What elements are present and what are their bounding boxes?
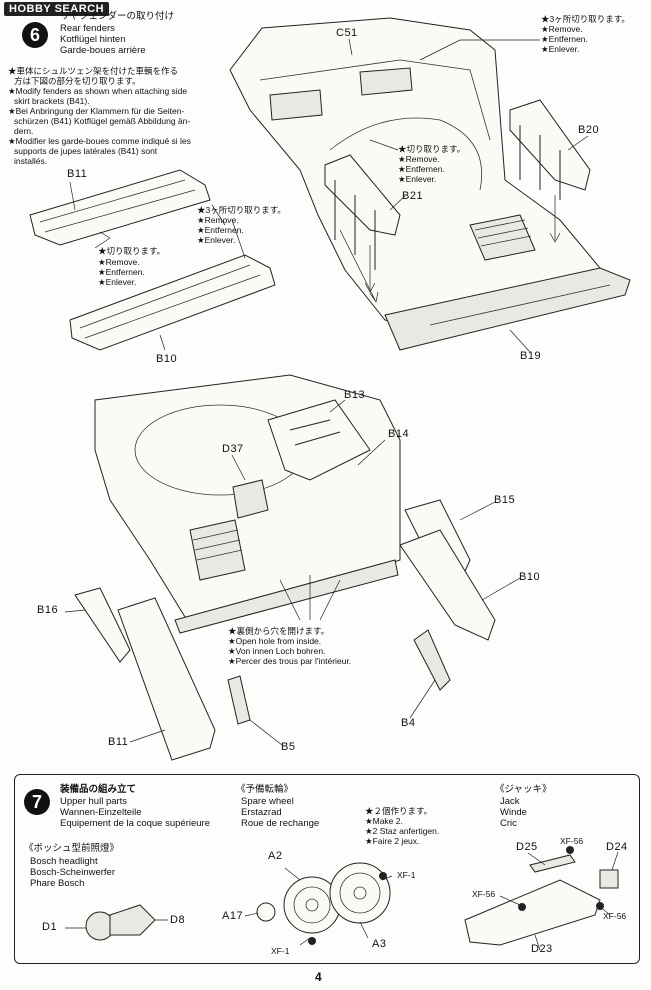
remove-note-de: ★Entfernen. [541, 34, 588, 44]
part-label-a3: A3 [372, 938, 387, 950]
hole-note-fr: ★Percer des trous par l'intérieur. [228, 656, 352, 666]
cut-three-note-jp: ★3ヶ所切り取ります。 [197, 205, 286, 215]
step6-note-fr2: supports de jupes latérales (B41) sont [14, 146, 158, 156]
step6-note-jp2: 方は下図の部分を切り取ります。 [14, 76, 141, 86]
step7-title-jp: 装備品の組み立て [60, 784, 137, 795]
part-label-b21: B21 [402, 190, 424, 202]
spare-title-de: Erstazrad [241, 807, 282, 818]
cut-three-note-jp: ★3ヶ所切り取ります。 [541, 14, 630, 24]
part-label-d24: D24 [606, 841, 628, 853]
part-label-b5: B5 [281, 741, 296, 753]
part-label-b10: B10 [156, 353, 178, 365]
remove-note-fr: ★Enlever. [541, 44, 580, 54]
part-label-a2: A2 [268, 850, 283, 862]
remove-note-fr: ★Enlever. [197, 235, 236, 245]
make2-fr: ★Faire 2 jeux. [365, 836, 420, 846]
step6-note-fr3: installés. [14, 156, 48, 166]
paint-label-xf56: XF-56 [472, 889, 496, 899]
jack-title-fr: Cric [500, 818, 517, 829]
part-label-a17: A17 [222, 910, 244, 922]
remove-note-en: ★Remove. [541, 24, 583, 34]
jack-title-de: Winde [500, 807, 527, 818]
lower-hull-drawing [64, 374, 521, 761]
step-6-badge: 6 [22, 22, 48, 48]
part-label-b16: B16 [37, 604, 59, 616]
cut-note-jp: ★切り取ります。 [98, 246, 166, 256]
make2-de: ★2 Staz anfertigen. [365, 826, 440, 836]
part-label-b11-lower: B11 [108, 736, 129, 748]
remove-note-de: ★Entfernen. [98, 267, 145, 277]
fender-drawings [29, 169, 276, 351]
step7-drawings [65, 846, 619, 951]
watermark: HOBBY SEARCH [4, 2, 110, 16]
remove-note-fr: ★Enlever. [398, 174, 437, 184]
rear-hull-drawing [229, 17, 631, 353]
jack-title-jp: 《ジャッキ》 [495, 784, 552, 795]
spare-title-jp: 《予備転輪》 [236, 784, 294, 795]
remove-note-de: ★Entfernen. [398, 164, 445, 174]
step6-note-en1: ★Modify fenders as shown when attaching … [8, 86, 188, 96]
remove-note-fr: ★Enlever. [98, 277, 137, 287]
step-7-badge: 7 [24, 789, 50, 815]
step7-title-fr: Equipement de la coque supérieure [60, 818, 210, 829]
part-label-b15: B15 [494, 494, 516, 506]
part-label-d25: D25 [516, 841, 538, 853]
part-label-d23: D23 [531, 943, 553, 955]
spare-title-en: Spare wheel [241, 796, 294, 807]
part-label-c51: C51 [336, 27, 358, 39]
step6-note-de2: schürzen (B41) Kotflügel gemäß Abbildung… [14, 116, 191, 126]
headlight-title-de: Bosch-Scheinwerfer [30, 867, 116, 878]
step-7-frame [14, 774, 640, 964]
step6-note-de3: dern. [14, 126, 34, 136]
step6-title-jp: リヤフェンダーの取り付け [60, 11, 175, 22]
part-label-d1: D1 [42, 921, 58, 933]
part-label-b10-lower: B10 [519, 571, 541, 583]
part-label-d37: D37 [222, 443, 244, 455]
jack-title-en: Jack [500, 796, 520, 807]
remove-note-en: ★Remove. [98, 257, 140, 267]
headlight-title-fr: Phare Bosch [30, 878, 85, 889]
remove-note-de: ★Entfernen. [197, 225, 244, 235]
part-label-b19: B19 [520, 350, 542, 362]
step7-title-en: Upper hull parts [60, 796, 128, 807]
paint-label-xf1: XF-1 [397, 870, 416, 880]
remove-note-en: ★Remove. [398, 154, 440, 164]
hole-note-de: ★Von innen Loch bohren. [228, 646, 326, 656]
remove-note-en: ★Remove. [197, 215, 239, 225]
headlight-title-en: Bosch headlight [30, 856, 98, 867]
make2-jp: ★２個作ります。 [365, 806, 433, 816]
part-label-b4: B4 [401, 717, 416, 729]
hole-note-en: ★Open hole from inside. [228, 636, 322, 646]
paint-label-xf56: XF-56 [560, 836, 584, 846]
part-label-b13: B13 [344, 389, 366, 401]
step6-title-de: Kotflügel hinten [60, 34, 126, 45]
hole-note-jp: ★裏側から穴を開けます。 [228, 626, 330, 636]
page-number: 4 [315, 970, 322, 984]
part-label-b20: B20 [578, 124, 600, 136]
spare-title-fr: Roue de rechange [241, 818, 320, 829]
step6-note-en2: skirt brackets (B41). [14, 96, 90, 106]
step6-note-de1: ★Bei Anbringung der Klammern für die Sei… [8, 106, 185, 116]
step6-title-en: Rear fenders [60, 23, 115, 34]
paint-label-xf56: XF-56 [603, 911, 627, 921]
part-label-b14: B14 [388, 428, 410, 440]
step6-note-jp1: ★車体にシュルツェン架を付けた車輌を作る [8, 66, 179, 76]
part-label-b11: B11 [67, 168, 88, 180]
make2-en: ★Make 2. [365, 816, 403, 826]
part-label-d8: D8 [170, 914, 186, 926]
cut-note-jp: ★切り取ります。 [398, 144, 466, 154]
step7-title-de: Wannen-Einzelteile [60, 807, 142, 818]
step6-title-fr: Garde-boues arrière [60, 45, 146, 56]
step6-note-fr1: ★Modifier les garde-boues comme indiqué … [8, 136, 191, 146]
paint-label-xf1: XF-1 [271, 946, 290, 956]
headlight-title-jp: 《ボッシュ型前照燈》 [24, 843, 120, 854]
